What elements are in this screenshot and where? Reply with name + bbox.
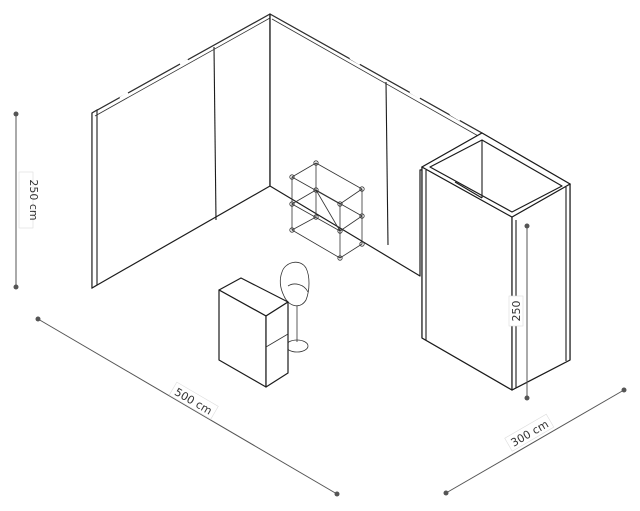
left-back-wall <box>91 13 271 289</box>
dimension-depth: 300 cm <box>443 387 627 496</box>
height-storage-label: 250 <box>510 301 523 322</box>
cube-shelf <box>289 160 365 261</box>
counter <box>218 277 289 388</box>
storage-cabin <box>420 132 572 391</box>
height-left-label: 250 cm <box>27 179 40 220</box>
dimension-width: 500 cm <box>35 316 340 497</box>
dimension-height-storage: 250 <box>508 223 530 401</box>
dimension-height-left: 250 cm <box>13 111 40 290</box>
